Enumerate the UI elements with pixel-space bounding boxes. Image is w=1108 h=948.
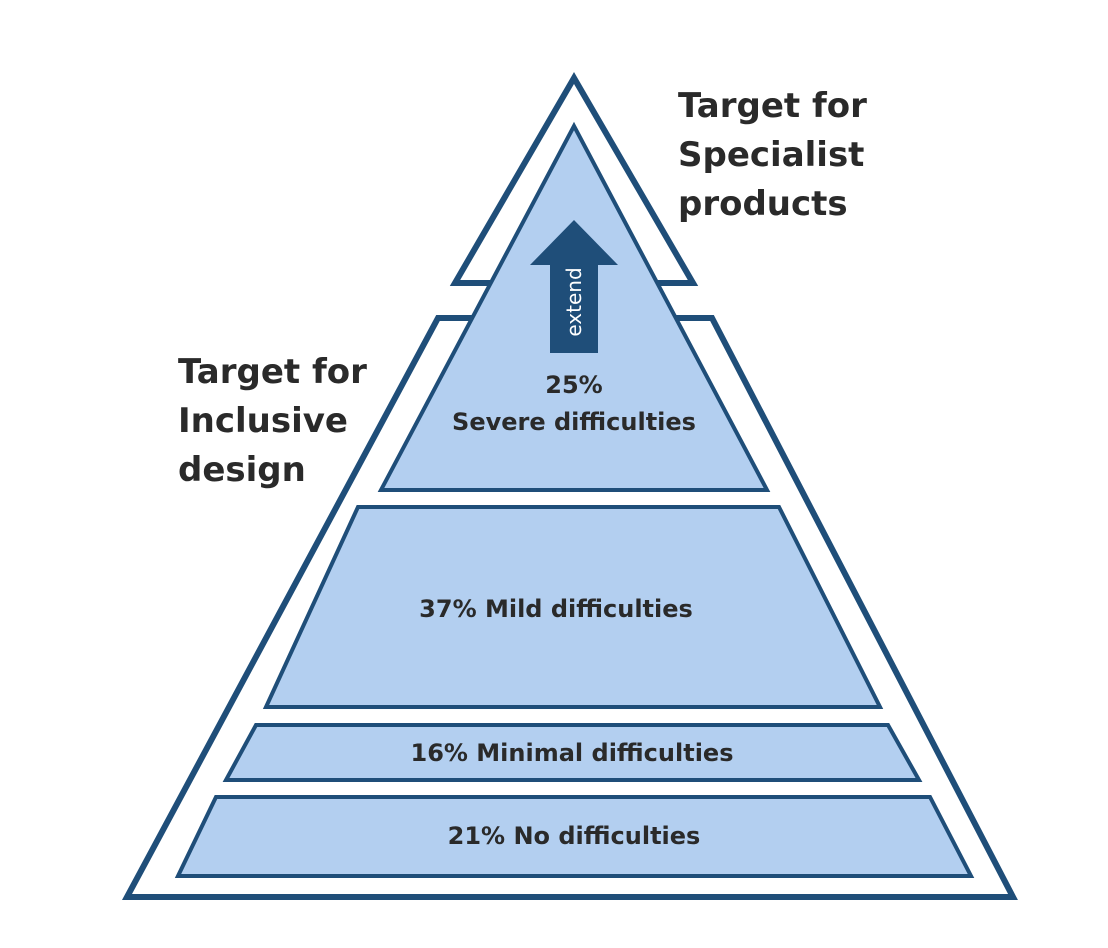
tier-minimal-label: 16% Minimal difficulties [411,739,734,767]
inclusive-label-line-2: Inclusive [178,401,348,441]
inclusive-label-line-3: design [178,450,306,490]
tier-mild-label: 37% Mild difficulties [419,595,693,623]
specialist-label-line-1: Target for [678,86,867,126]
tier-severe-label: Severe difficulties [452,408,696,436]
tier-severe-percent: 25% [545,371,602,399]
specialist-label-line-2: Specialist [678,135,864,175]
specialist-label-line-3: products [678,184,848,224]
tier-none-label: 21% No difficulties [448,822,701,850]
tier-minimal [222,723,923,782]
extend-arrow [530,220,618,353]
inclusive-label-line-1: Target for [178,352,367,392]
extend-arrow-label: extend [562,267,586,336]
tier-none [174,795,975,878]
tier-mild [262,505,884,709]
